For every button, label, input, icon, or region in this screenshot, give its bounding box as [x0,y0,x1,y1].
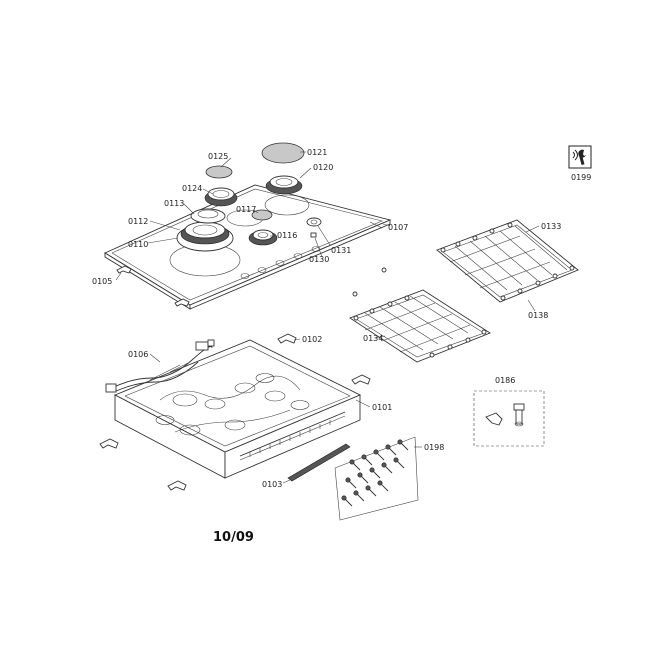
label-0125: 0125 [208,152,228,161]
label-0199: 0199 [571,173,591,182]
label-0198: 0198 [424,443,444,452]
pan-support-0134 [349,267,491,363]
label-0121: 0121 [307,148,327,157]
label-0120: 0120 [313,163,333,172]
clips-tray [99,333,371,491]
label-0186: 0186 [495,376,515,385]
label-0133: 0133 [541,222,561,231]
screw-set-0198 [334,436,419,521]
burner-0110 [169,221,241,277]
power-cable-0106 [105,339,215,393]
control-knob [306,217,322,238]
leader-lines-bottom [149,338,422,484]
label-0130: 0130 [309,255,329,264]
label-0131: 0131 [331,246,351,255]
conversion-kit-0186 [473,390,545,447]
clip-0105 [116,265,190,307]
leader-lines-supports [374,223,540,339]
label-0116: 0116 [277,231,297,240]
label-0138: 0138 [528,311,548,320]
seal-strip-0103 [287,443,351,482]
wrench-signal-icon [568,145,592,169]
label-0113: 0113 [164,199,184,208]
burner-cap-0121 [261,142,305,164]
burner-0124 [204,187,238,207]
part-labels: 0125 0121 0120 0124 0113 0117 0112 0116 … [92,148,591,489]
burner-cap-0125 [205,165,233,179]
label-0112: 0112 [128,217,148,226]
burner-0120 [264,175,310,216]
label-0107: 0107 [388,223,408,232]
leader-lines-top [115,151,383,281]
label-0102: 0102 [302,335,322,344]
label-0110: 0110 [128,240,148,249]
pan-support-0133 [436,219,579,303]
screw-icons [341,439,409,507]
burner-cap-0113 [190,208,226,224]
label-0103: 0103 [262,480,282,489]
bottom-tray-0101 [113,339,362,479]
label-0124: 0124 [182,184,202,193]
label-0106: 0106 [128,350,148,359]
label-0117: 0117 [236,205,256,214]
label-0101: 0101 [372,403,392,412]
burner-0116 [226,209,278,246]
label-0134: 0134 [363,334,383,343]
date-code: 10/09 [213,530,254,545]
label-0105: 0105 [92,277,112,286]
